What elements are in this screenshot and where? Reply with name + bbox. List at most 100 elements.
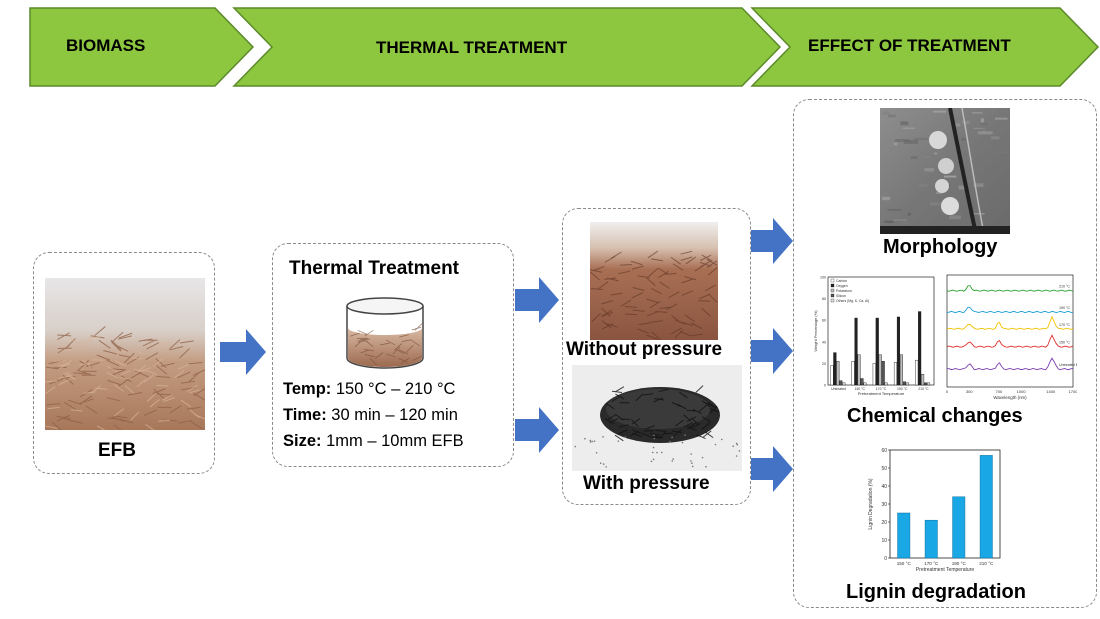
sem-texture [903,114,909,117]
series-label: 210 °C [1059,285,1070,289]
fiber-texture [685,256,697,265]
sem-texture [994,117,1008,120]
fiber-texture [658,270,669,279]
sem-texture [900,221,910,224]
y-tick-label: 60 [822,319,826,323]
y-tick-label: 100 [820,276,826,280]
sem-texture [980,123,988,126]
legend-label: Others (Mg, K, Ca, Al) [836,299,869,303]
fiber-texture [674,329,684,339]
sem-texture [925,156,931,158]
lignin-bar [979,455,993,559]
fiber-texture [146,342,160,350]
fiber-texture [631,292,644,299]
fiber-texture [69,337,81,345]
arrow-right-icon [751,218,793,264]
sem-texture [934,152,938,155]
speck-texture [738,450,741,452]
edx-bar [830,365,834,386]
fiber-texture [45,380,58,383]
fiber-texture [400,357,410,365]
edx-bar [924,382,928,386]
fiber-texture [188,361,203,365]
fiber-texture [119,377,132,380]
sem-texture [952,123,961,125]
fiber-texture [592,265,605,272]
morphology-label: Morphology [883,236,998,258]
arrow-right-icon [751,328,793,374]
temp-param: Temp: 150 °C – 210 °C [283,380,455,399]
fiber-texture [79,398,94,404]
fiber-texture [645,425,655,430]
fiber-texture [630,419,639,427]
fiber-texture [360,349,371,354]
fiber-texture [188,372,200,383]
fiber-texture [177,419,192,424]
edx-bar [884,382,888,386]
edx-bar [881,361,885,386]
fiber-texture [675,419,684,427]
fiber-texture [401,339,412,342]
fiber-texture [666,303,678,311]
fiber-texture [169,339,181,350]
sem-texture [929,202,945,206]
fiber-texture [110,341,122,352]
fiber-texture [698,293,711,300]
size-param: Size: 1mm – 10mm EFB [283,432,464,451]
fiber-texture [124,385,135,394]
y-axis-label: Weight Percentage (%) [813,310,818,352]
sem-texture [933,110,947,113]
fiber-texture [597,281,609,290]
fiber-texture [189,389,201,394]
chevron-thermal [232,7,782,87]
legend-label: Silicon [836,294,846,298]
series-label: 170 °C [1059,323,1070,327]
fiber-texture [695,385,704,393]
fiber-texture [155,364,167,375]
fiber-texture [68,419,83,424]
legend-label: Potassium [836,289,852,293]
speck-texture [605,466,607,468]
x-tick-label: Untreated [831,387,846,391]
y-tick-label: 0 [824,384,826,388]
sem-texture [887,209,902,211]
fiber-texture [709,405,718,414]
sem-texture [973,213,985,215]
fiber-texture [671,430,682,433]
speck-texture [593,440,596,442]
thermal-treatment-panel [272,243,514,467]
speck-texture [591,440,593,443]
time-param: Time: 30 min – 120 min [283,406,458,425]
lignin-bar [952,496,966,559]
fiber-texture [118,354,133,359]
fiber-texture [57,332,70,340]
fiber-texture [110,339,122,351]
efb-fiber-image [45,278,205,430]
fiber-texture [601,307,611,317]
fiber-texture [680,256,693,261]
stage-effect-of-treatment: EFFECT OF TREATMENT [808,36,1011,55]
edx-bar [863,382,867,386]
sem-texture [902,127,916,129]
fiber-texture [45,386,56,395]
x-tick-label: 210 °C [918,387,929,391]
fiber-texture [118,335,132,340]
fiber-texture [79,362,92,366]
fiber-texture [143,374,154,383]
fiber-texture [705,284,716,292]
fiber-texture [630,260,643,266]
fiber-texture [671,315,682,324]
fiber-texture [701,400,711,408]
fiber-texture [156,375,171,379]
speck-texture [650,460,653,463]
fiber-texture [398,349,409,355]
fiber-texture [646,277,656,286]
fiber-texture [357,330,368,335]
edx-bar [851,361,855,386]
fiber-texture [687,422,697,429]
x-tick-label: 700 [996,389,1003,394]
sem-texture [958,185,966,190]
spectrum-line [946,315,1074,330]
fiber-texture [98,339,111,349]
sem-texture [954,123,961,127]
